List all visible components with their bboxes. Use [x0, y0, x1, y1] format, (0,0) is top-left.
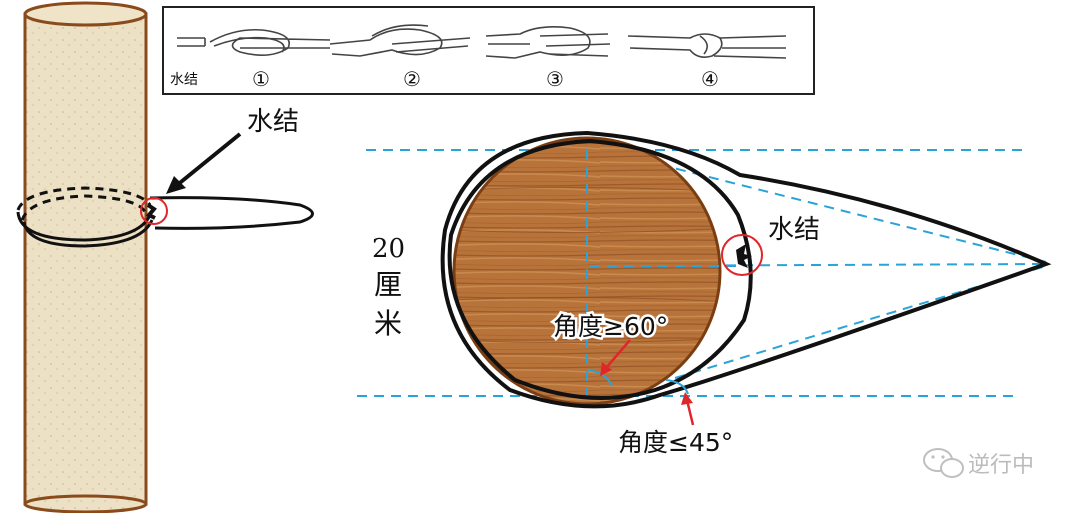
outer-angle-arrow [681, 392, 695, 426]
pole-rope [16, 186, 314, 248]
outer-angle-label: 角度≤45° [618, 428, 733, 457]
rope-inner-loop [447, 138, 753, 400]
knot-step-3-drawing [485, 26, 611, 59]
pole [23, 1, 148, 513]
rope-back-dashed [16, 186, 152, 211]
log-rope [440, 130, 1052, 409]
log-knot-marker [721, 234, 763, 276]
knot-step-1-number: ① [252, 67, 270, 91]
watermark-text: 逆行中 [968, 453, 1034, 478]
knot-panel-label: 水结 [170, 72, 198, 88]
outer-angle-arc [665, 379, 689, 395]
rope-tail [149, 196, 314, 230]
pole-knot-marker [140, 197, 168, 225]
knot-step-2-number: ② [403, 67, 421, 91]
knot-step-3-number: ③ [546, 67, 564, 91]
knot-steps-panel: 水结 ① ② ③ ④ [162, 6, 815, 95]
diameter-label-char-1: 厘 [374, 268, 402, 301]
log-knot-label: 水结 [768, 215, 820, 245]
rope-outer-loop [440, 130, 1052, 409]
knot-step-4-number: ④ [701, 67, 719, 91]
pole-knot-arrow [166, 132, 242, 194]
guide-overlay [586, 150, 740, 396]
log-cross-section [452, 136, 722, 406]
diameter-label-number: 20 [372, 234, 405, 264]
watermark: 逆行中 [923, 448, 1034, 478]
inner-angle-label: 角度≥60° [553, 312, 668, 341]
knot-step-4-drawing [627, 33, 787, 59]
pole-knot [140, 197, 168, 225]
pole-knot-label: 水结 [247, 107, 299, 137]
wechat-icon [923, 448, 964, 478]
rope-back-dashed-2 [20, 194, 147, 221]
pole-bottom [23, 494, 148, 513]
inner-angle-arrow [600, 339, 631, 376]
knot-step-2-drawing [329, 24, 471, 57]
pole-top [23, 1, 148, 27]
lower-tangent-line [674, 265, 1047, 379]
diameter-label-char-2: 米 [374, 307, 402, 340]
rope-front-2 [22, 219, 154, 248]
log-knot [721, 234, 763, 276]
inner-angle-arc [586, 369, 613, 387]
upper-tangent-line [609, 151, 1047, 263]
pole-body [23, 12, 148, 506]
knot-step-1-drawing [177, 28, 331, 56]
